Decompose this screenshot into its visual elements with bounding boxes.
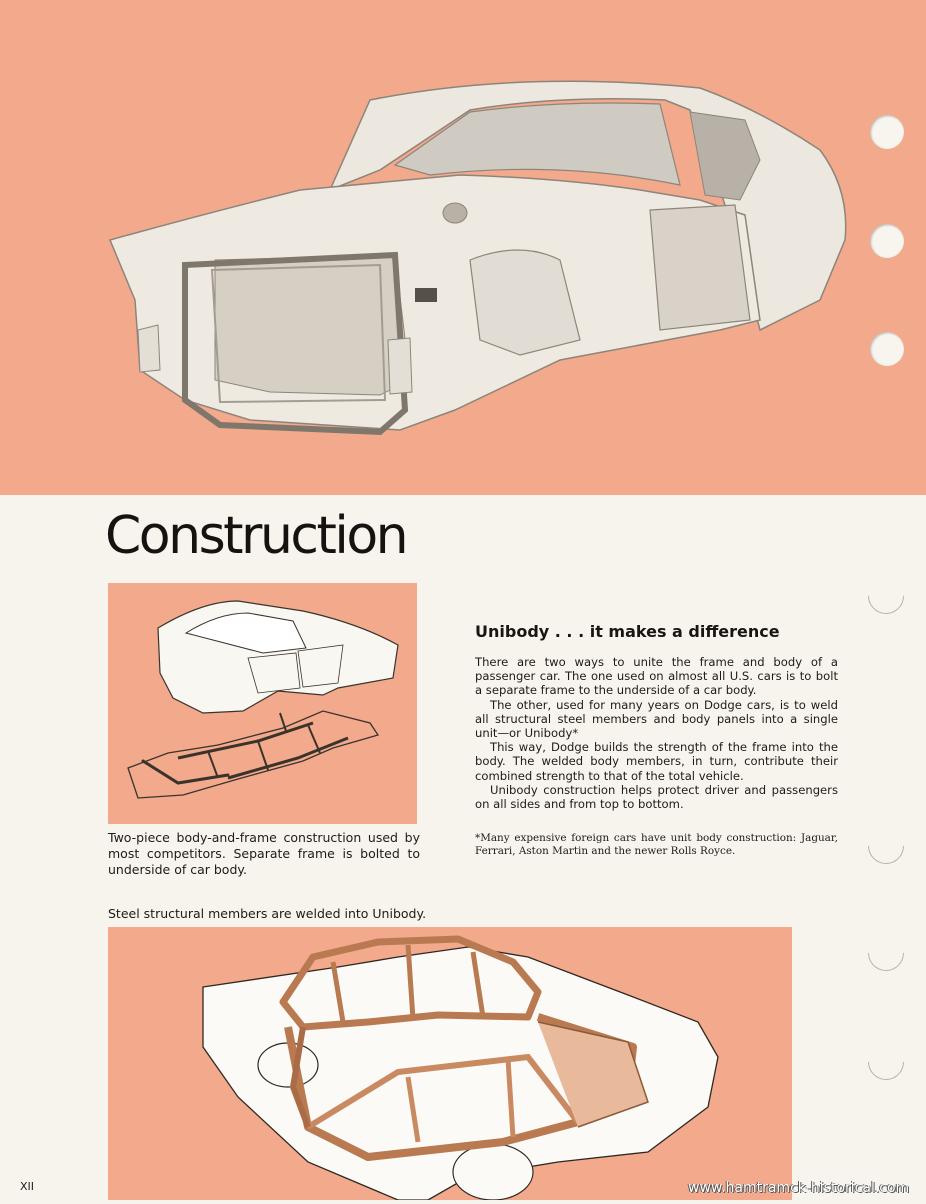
article-paragraph: This way, Dodge builds the strength of t… bbox=[475, 740, 838, 783]
punch-hole bbox=[870, 115, 904, 149]
unibody-figure bbox=[108, 927, 792, 1201]
page-title: Construction bbox=[105, 506, 409, 566]
punch-hole-shadow bbox=[860, 570, 912, 622]
two-piece-construction-figure bbox=[108, 583, 417, 824]
body-and-frame-illustration bbox=[127, 600, 399, 799]
unibody-illustration bbox=[202, 935, 719, 1201]
article-heading: Unibody . . . it makes a difference bbox=[475, 622, 780, 641]
article-paragraph: Unibody construction helps protect drive… bbox=[475, 782, 838, 812]
unibody-caption: Steel structural members are welded into… bbox=[108, 906, 427, 921]
watermark: www.hamtramck-historical.com bbox=[688, 1180, 910, 1196]
two-piece-caption: Two-piece body-and-frame construction us… bbox=[108, 830, 420, 877]
punch-hole bbox=[870, 224, 904, 258]
hero-image bbox=[0, 0, 926, 495]
punch-hole-shadow bbox=[860, 1036, 912, 1088]
punch-hole bbox=[870, 332, 904, 366]
car-body-shell-illustration bbox=[108, 80, 847, 436]
punch-hole-shadow bbox=[860, 820, 912, 872]
punch-hole-shadow bbox=[860, 927, 912, 979]
article-paragraph: There are two ways to unite the frame an… bbox=[475, 655, 838, 698]
article-body: There are two ways to unite the frame an… bbox=[475, 655, 838, 811]
page-number: XII bbox=[20, 1180, 35, 1193]
article-paragraph: The other, used for many years on Dodge … bbox=[475, 697, 838, 741]
article-footnote: *Many expensive foreign cars have unit b… bbox=[475, 832, 838, 857]
